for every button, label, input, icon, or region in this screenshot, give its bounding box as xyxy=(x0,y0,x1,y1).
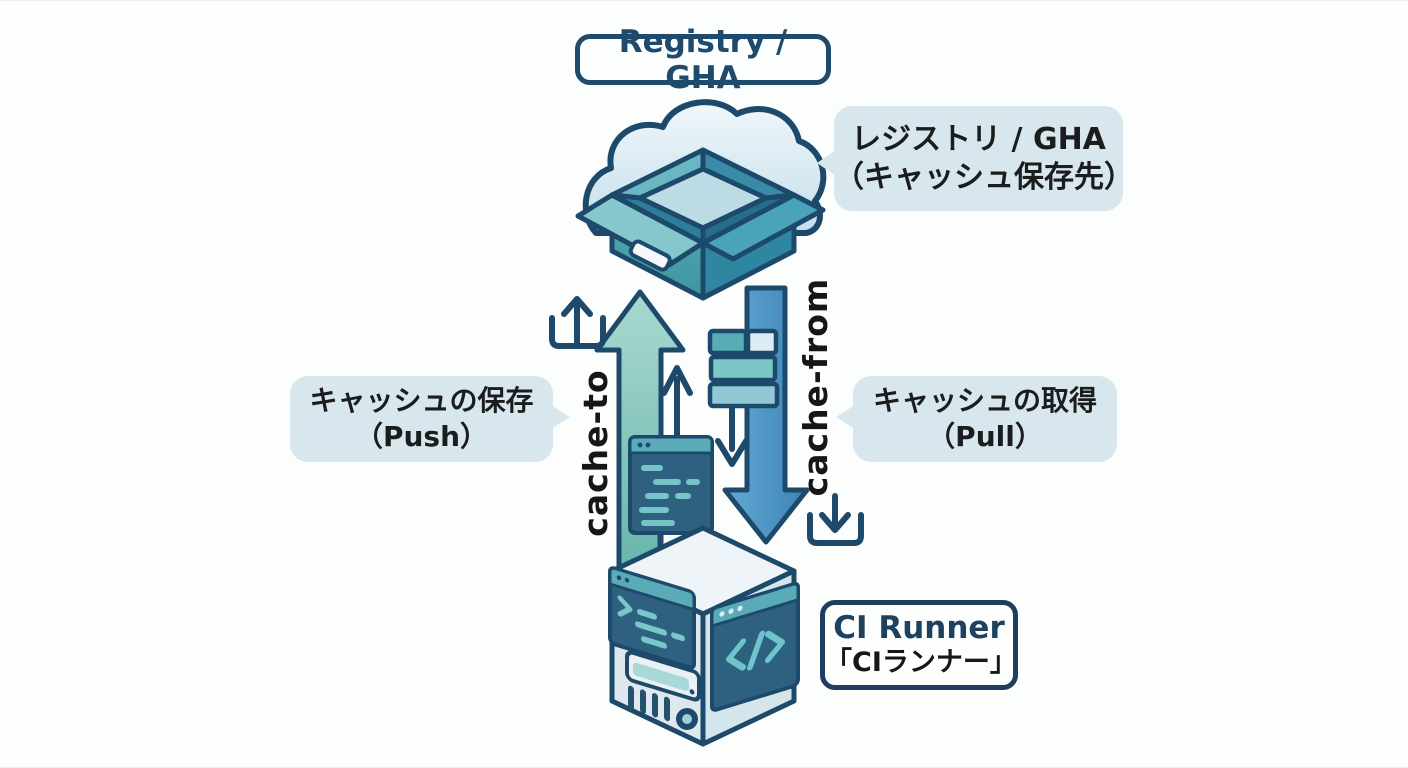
registry-bubble-tail xyxy=(817,150,836,176)
pull-bubble: キャッシュの取得 （Pull） xyxy=(836,376,1117,462)
registry-gha-badge-label: Registry / GHA xyxy=(618,23,788,96)
cache-from-arrow xyxy=(722,285,810,545)
ci-runner-badge: CI Runner 「CIランナー」 xyxy=(820,600,1018,690)
pull-mini-arrow-icon xyxy=(715,404,749,467)
registry-gha-badge: Registry / GHA xyxy=(575,24,831,96)
push-bubble: キャッシュの保存 （Push） xyxy=(290,376,570,462)
ci-runner-server-icon xyxy=(608,525,800,747)
pull-bubble-line1: キャッシュの取得 xyxy=(872,384,1097,417)
terminal-window-icon xyxy=(628,435,714,549)
push-bubble-line2: （Push） xyxy=(354,420,489,453)
push-bubble-line1: キャッシュの保存 xyxy=(309,384,534,417)
pull-bubble-line2: （Pull） xyxy=(927,420,1043,453)
open-box-icon xyxy=(575,147,826,301)
registry-bubble-line2: （キャッシュ保存先） xyxy=(834,159,1134,195)
cache-layers-icon xyxy=(707,328,780,409)
push-mini-arrow-icon xyxy=(661,365,693,446)
cache-to-label: cache-to xyxy=(576,369,615,537)
cache-from-label: cache-from xyxy=(796,277,835,497)
registry-bubble: レジストリ / GHA （キャッシュ保存先） xyxy=(817,106,1134,211)
ci-runner-badge-line2: 「CIランナー」 xyxy=(825,647,1017,678)
push-bubble-tail xyxy=(551,405,570,429)
upload-icon xyxy=(549,296,606,349)
registry-bubble-line1: レジストリ / GHA xyxy=(851,121,1106,157)
ci-runner-badge-line1: CI Runner xyxy=(833,610,1005,646)
download-icon xyxy=(807,493,864,546)
pull-bubble-tail xyxy=(836,405,855,429)
